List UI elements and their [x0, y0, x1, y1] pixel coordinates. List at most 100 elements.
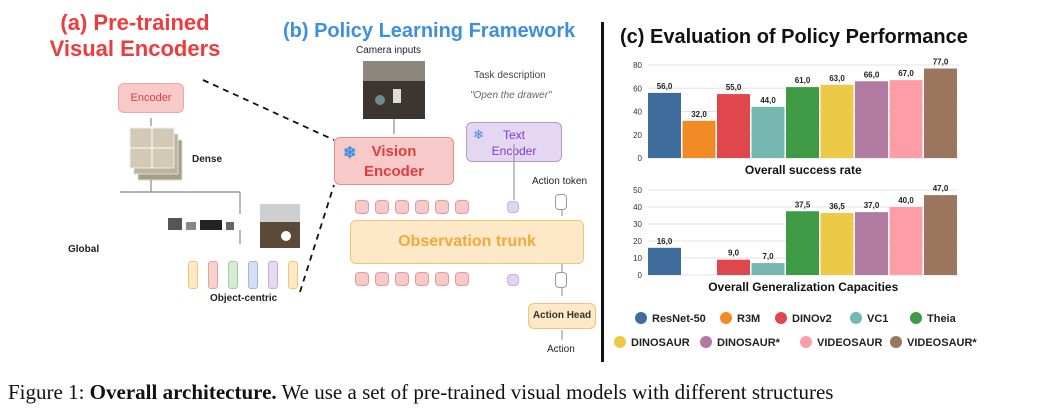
camera-image	[363, 61, 425, 119]
object-mask-3	[200, 220, 222, 230]
output-token-2	[375, 272, 389, 286]
vision-token-4	[415, 200, 429, 214]
data-label: 44,0	[760, 96, 776, 105]
data-label: 36,5	[829, 202, 845, 211]
data-label: 16,0	[657, 237, 673, 246]
observation-trunk: Observation trunk	[350, 220, 584, 264]
legend-label: DINOSAUR*	[717, 337, 780, 349]
caption-bold: Overall architecture.	[89, 380, 277, 404]
x-axis-label: Overall Generalization Capacities	[708, 280, 898, 294]
output-action-token	[555, 272, 567, 288]
panel-divider	[601, 22, 604, 362]
y-tick-label: 20	[633, 237, 642, 246]
data-label: 55,0	[726, 83, 742, 92]
panel-a-title: (a) Pre-trained Visual Encoders	[40, 10, 230, 62]
panel-a-title-line1: (a) Pre-trained	[60, 10, 210, 35]
legend-swatch-icon	[800, 336, 812, 348]
action-head-box: Action Head	[528, 303, 596, 329]
bar-videosaur-	[924, 195, 957, 275]
y-tick-label: 60	[633, 84, 642, 93]
output-token-3	[395, 272, 409, 286]
dashed-connectors	[202, 79, 335, 293]
snowflake-icon: ❄	[473, 127, 484, 142]
object-centric-label: Object-centric	[210, 293, 278, 304]
legend-swatch-icon	[720, 312, 732, 324]
output-text-token	[507, 274, 519, 286]
task-text: "Open the drawer"	[470, 90, 552, 101]
action-token-label: Action token	[532, 176, 588, 187]
bar-r3m	[682, 120, 716, 158]
y-tick-label: 0	[638, 271, 643, 280]
x-axis-label: Overall success rate	[745, 163, 862, 177]
slot-token-6	[288, 261, 298, 289]
legend-item: DINOSAUR	[614, 336, 690, 349]
y-tick-label: 10	[633, 254, 642, 263]
object-mask-1	[168, 218, 182, 230]
bar-dinov2	[717, 94, 750, 158]
data-label: 32,0	[691, 110, 707, 119]
legend-swatch-icon	[850, 312, 862, 324]
data-label: 63,0	[829, 74, 845, 83]
output-token-4	[415, 272, 429, 286]
task-description-label: Task description	[474, 70, 546, 81]
slot-token-1	[188, 261, 198, 289]
bar-videosaur-	[924, 68, 957, 158]
object-mask-4	[226, 222, 234, 230]
bar-dinosaur	[820, 84, 854, 158]
legend-label: VIDEOSAUR*	[907, 337, 977, 349]
bar-theia	[786, 87, 819, 158]
text-token	[507, 201, 519, 213]
bar-dinosaur	[820, 212, 854, 275]
y-tick-label: 40	[633, 108, 642, 117]
legend-item: Theia	[910, 312, 956, 325]
action-label: Action	[547, 344, 575, 355]
bar-resnet-50	[648, 247, 681, 275]
dense-label: Dense	[192, 154, 223, 165]
panel-c-title: (c) Evaluation of Policy Performance	[620, 26, 968, 48]
object-mask-2	[186, 222, 196, 230]
dashed-line-bottom	[299, 184, 335, 293]
legend-swatch-icon	[910, 312, 922, 324]
vision-token-6	[455, 200, 469, 214]
y-tick-label: 50	[633, 186, 642, 195]
legend-swatch-icon	[614, 336, 626, 348]
output-token-1	[355, 272, 369, 286]
slot-token-4	[248, 261, 258, 289]
vision-token-3	[395, 200, 409, 214]
bar-dinosaur-	[855, 212, 888, 275]
bar-videosaur	[889, 207, 923, 275]
legend-label: R3M	[737, 313, 761, 325]
legend-label: Theia	[927, 313, 956, 325]
global-label: Global	[68, 244, 100, 255]
bar-theia	[786, 211, 819, 275]
legend-label: DINOv2	[792, 313, 832, 325]
legend-label: VC1	[867, 313, 889, 325]
camera-inputs-label: Camera inputs	[356, 45, 422, 56]
bar-vc1	[751, 106, 785, 158]
bar-resnet-50	[648, 92, 681, 158]
legend-swatch-icon	[700, 336, 712, 348]
vision-encoder-line2: Encoder	[363, 163, 424, 180]
caption-prefix: Figure 1:	[8, 380, 90, 404]
y-tick-label: 30	[633, 220, 642, 229]
vision-token-5	[435, 200, 449, 214]
legend-item: DINOv2	[775, 312, 832, 325]
legend-item: DINOSAUR*	[700, 336, 780, 349]
data-label: 37,0	[864, 201, 880, 210]
panel-a-title-line2: Visual Encoders	[49, 36, 221, 61]
data-label: 47,0	[933, 184, 949, 193]
legend-item: R3M	[720, 312, 760, 325]
vision-token-1	[355, 200, 369, 214]
y-tick-label: 0	[638, 154, 643, 163]
data-label: 40,0	[898, 196, 914, 205]
legend-swatch-icon	[775, 312, 787, 324]
data-label: 77,0	[933, 57, 949, 66]
slot-token-5	[268, 261, 278, 289]
legend-label: DINOSAUR	[631, 337, 690, 349]
bar-dinov2	[717, 259, 750, 275]
legend-item: VIDEOSAUR*	[890, 336, 977, 349]
legend-swatch-icon	[635, 312, 647, 324]
data-label: 56,0	[657, 82, 673, 91]
bar-videosaur	[889, 80, 923, 158]
